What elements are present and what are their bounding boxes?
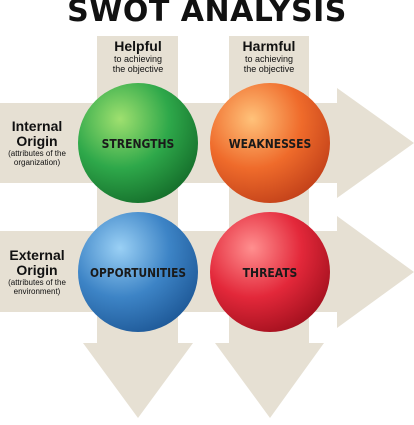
opportunities-label: OPPORTUNITIES: [90, 266, 186, 280]
page-title: SWOT ANALYSIS: [67, 0, 347, 29]
external-origin-header: External Origin (attributes of the envir…: [0, 247, 74, 297]
opportunities-circle: [78, 212, 198, 332]
weaknesses-label: WEAKNESSES: [229, 137, 312, 151]
internal-heading-line1: Internal: [11, 118, 63, 134]
external-heading-line2: Origin: [16, 262, 58, 278]
threats-circle: [210, 212, 330, 332]
strengths-circle: [78, 83, 198, 203]
harmful-sub-line1: to achieving: [244, 54, 294, 64]
external-sub-line1: (attributes of the: [8, 278, 66, 287]
harmful-header: Harmful to achieving the objective: [221, 38, 317, 74]
harmful-heading: Harmful: [242, 38, 296, 54]
external-heading-line1: External: [9, 247, 65, 263]
weaknesses-circle: [210, 83, 330, 203]
strengths-label: STRENGTHS: [102, 137, 175, 151]
external-sub-line2: environment): [13, 287, 61, 296]
internal-heading-line2: Origin: [16, 133, 58, 149]
helpful-header: Helpful to achieving the objective: [90, 38, 186, 74]
harmful-sub-line2: the objective: [243, 64, 295, 74]
internal-origin-header: Internal Origin (attributes of the organ…: [0, 118, 74, 168]
internal-sub-line2: organization): [13, 158, 61, 167]
helpful-sub-line1: to achieving: [113, 54, 163, 64]
threats-label: THREATS: [243, 266, 298, 280]
helpful-heading: Helpful: [114, 38, 162, 54]
helpful-sub-line2: the objective: [112, 64, 164, 74]
internal-sub-line1: (attributes of the: [8, 149, 66, 158]
